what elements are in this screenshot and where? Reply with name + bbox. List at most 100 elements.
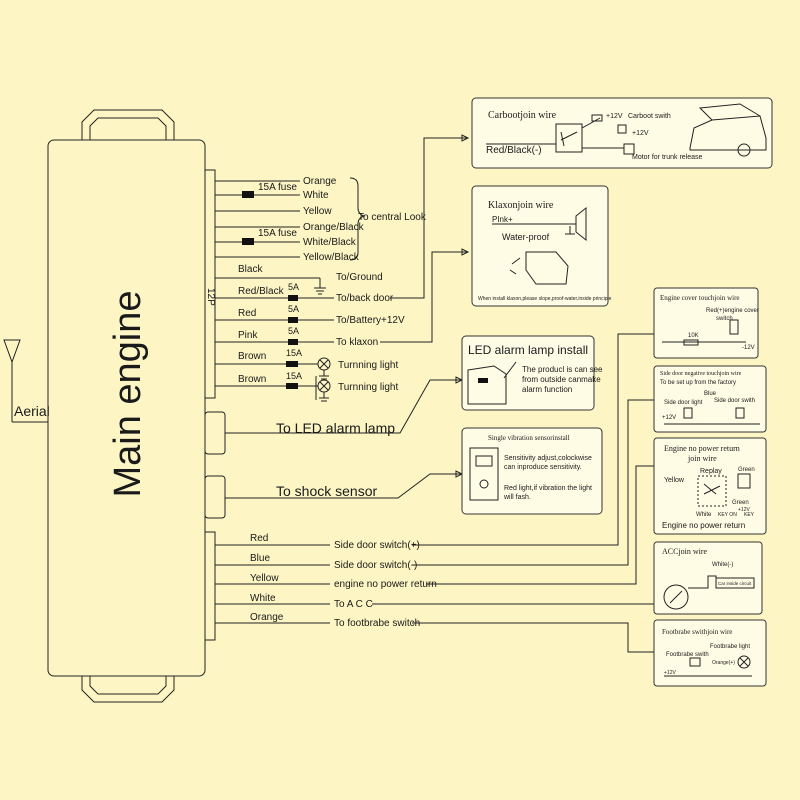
wire-label: Yellow	[250, 573, 279, 584]
wire-pink-label: Pink	[238, 330, 258, 341]
wire-target: engine no power return	[334, 579, 437, 590]
panel-title: Engine cover touchjoin wire	[660, 294, 740, 302]
panel-title: Footbrabe swithjoin wire	[662, 628, 732, 636]
svg-text:Car inside circuit: Car inside circuit	[718, 581, 752, 586]
no-power-panel: Engine no power return join wire Replay …	[653, 437, 767, 535]
fuse-label: 15A fuse	[258, 182, 297, 193]
ignition-icon	[663, 584, 689, 610]
turn-light-label: Turnning light	[338, 382, 398, 393]
svg-text:can inproduce sensitivity.: can inproduce sensitivity.	[504, 464, 582, 471]
fuse-icon	[286, 383, 298, 389]
wire-label: Red	[250, 533, 268, 544]
svg-text:Red/Black(-): Red/Black(-)	[486, 145, 542, 156]
trunk-panel: Carbootjoin wire +12V Carboot swith +12V…	[471, 97, 773, 169]
svg-text:Footbrabe swith: Footbrabe swith	[666, 652, 709, 658]
port-led-label: To LED alarm lamp	[276, 420, 395, 436]
svg-text:+12V: +12V	[606, 113, 623, 120]
svg-text:Blue: Blue	[704, 391, 717, 397]
svg-text:Sensitivity adjust,colockwise: Sensitivity adjust,colockwise	[504, 455, 592, 462]
wire-label: White	[250, 593, 276, 604]
svg-text:Red light,if vibration the lig: Red light,if vibration the light	[504, 485, 592, 492]
main-engine-title: Main engine	[107, 290, 149, 497]
port-shock-label: To shock sensor	[276, 483, 377, 499]
battery-label: To/Battery+12V	[336, 315, 405, 326]
fuse-label: 5A	[288, 326, 299, 336]
svg-text:+12V: +12V	[664, 670, 676, 676]
wire-brown-label: Brown	[238, 351, 266, 362]
svg-text:Motor for trunk release: Motor for trunk release	[632, 154, 703, 161]
wire-label: White/Black	[303, 237, 357, 248]
svg-text:Side door light: Side door light	[664, 400, 703, 406]
shock-port	[204, 475, 226, 519]
back-door-label: To/back door	[336, 293, 394, 304]
fuse-label: 15A	[286, 348, 302, 358]
svg-text:alarm function: alarm function	[522, 385, 572, 394]
svg-text:White: White	[696, 512, 712, 518]
panel-title: Side door negative touchjoin wire	[660, 371, 742, 377]
led-port	[204, 411, 226, 455]
shock-panel: Single vibration sensorinstall Sensitivi…	[461, 427, 603, 515]
fuse-icon	[288, 339, 298, 345]
svg-text:When install klaxon,please slo: When install klaxon,please slope,proof-w…	[478, 296, 612, 302]
connector-lower	[204, 531, 216, 641]
svg-text:join wire: join wire	[687, 454, 717, 463]
aerial-label: Aerial	[14, 403, 50, 419]
wire-target: To A C C	[334, 599, 373, 610]
main-engine-unit: Main engine 12P	[47, 109, 226, 703]
klaxon-label: To klaxon	[336, 337, 378, 348]
fuse-label: 5A	[288, 304, 299, 314]
horn-icon	[575, 206, 587, 242]
main-engine-body	[47, 139, 206, 677]
sensor-icon	[469, 447, 499, 501]
ground-label: To/Ground	[336, 272, 383, 283]
panel-title: LED alarm lamp install	[468, 343, 588, 357]
fuse-icon	[242, 238, 254, 245]
svg-text:+12V: +12V	[662, 415, 676, 421]
svg-text:Footbrabe light: Footbrabe light	[710, 644, 750, 650]
svg-text:-12V: -12V	[742, 345, 755, 351]
wire-brown-label: Brown	[238, 374, 266, 385]
wire-label: Orange	[250, 612, 284, 623]
fuse-icon	[242, 191, 254, 198]
connector-12p-label: 12P	[205, 288, 216, 306]
wire-target: Side door switch(-)	[334, 560, 417, 571]
svg-text:Orange(+): Orange(+)	[712, 660, 735, 666]
connector-12p	[204, 169, 216, 399]
fuse-label: 15A fuse	[258, 228, 297, 239]
svg-text:KEY ON: KEY ON	[718, 512, 737, 518]
panel-title: Carbootjoin wire	[488, 110, 557, 121]
panel-title: ACCjoin wire	[662, 547, 708, 556]
fuse-label: 15A	[286, 371, 302, 381]
fuse-icon	[288, 295, 298, 301]
svg-text:Carboot swith: Carboot swith	[628, 113, 671, 120]
svg-text:Engine no power return: Engine no power return	[662, 521, 745, 530]
side-door-panel: Side door negative touchjoin wire To be …	[653, 365, 767, 433]
wire-label: Yellow/Black	[303, 252, 360, 263]
wire-red-label: Red	[238, 308, 256, 319]
svg-text:KEY: KEY	[744, 512, 755, 518]
svg-text:PInk+: PInk+	[492, 215, 513, 224]
wire-label: Orange	[303, 176, 337, 187]
wire-label: White	[303, 190, 329, 201]
single-wires: Black To/Ground Red/Black 5A To/back doo…	[215, 264, 405, 402]
aerial: Aerial	[3, 339, 50, 423]
car-trunk-icon	[689, 115, 767, 151]
fuse-icon	[288, 317, 298, 323]
svg-text:+12V: +12V	[738, 507, 750, 513]
footbrake-panel: Footbrabe swithjoin wire Footbrabe light…	[653, 619, 767, 687]
svg-text:10K: 10K	[688, 333, 699, 339]
wire-red-black-label: Red/Black	[238, 286, 285, 297]
svg-text:Green: Green	[738, 467, 755, 473]
ground-icon	[314, 278, 326, 295]
svg-text:switch: switch	[716, 316, 733, 322]
central-lock-wires: 15A fuse 15A fuse Orange White Yellow Or…	[215, 176, 427, 263]
engine-cover-panel: Engine cover touchjoin wire Red(+)engine…	[653, 287, 759, 359]
panel-title: Klaxonjoin wire	[488, 200, 554, 211]
wire-label: Orange/Black	[303, 222, 365, 233]
svg-text:+12V: +12V	[632, 130, 649, 137]
connection-lines: To LED alarm lamp To shock sensor	[225, 134, 470, 499]
svg-text:White(-): White(-)	[712, 562, 733, 568]
svg-text:Replay: Replay	[700, 468, 722, 475]
turn-light-label: Turnning light	[338, 360, 398, 371]
svg-text:Water-proof: Water-proof	[502, 232, 550, 242]
